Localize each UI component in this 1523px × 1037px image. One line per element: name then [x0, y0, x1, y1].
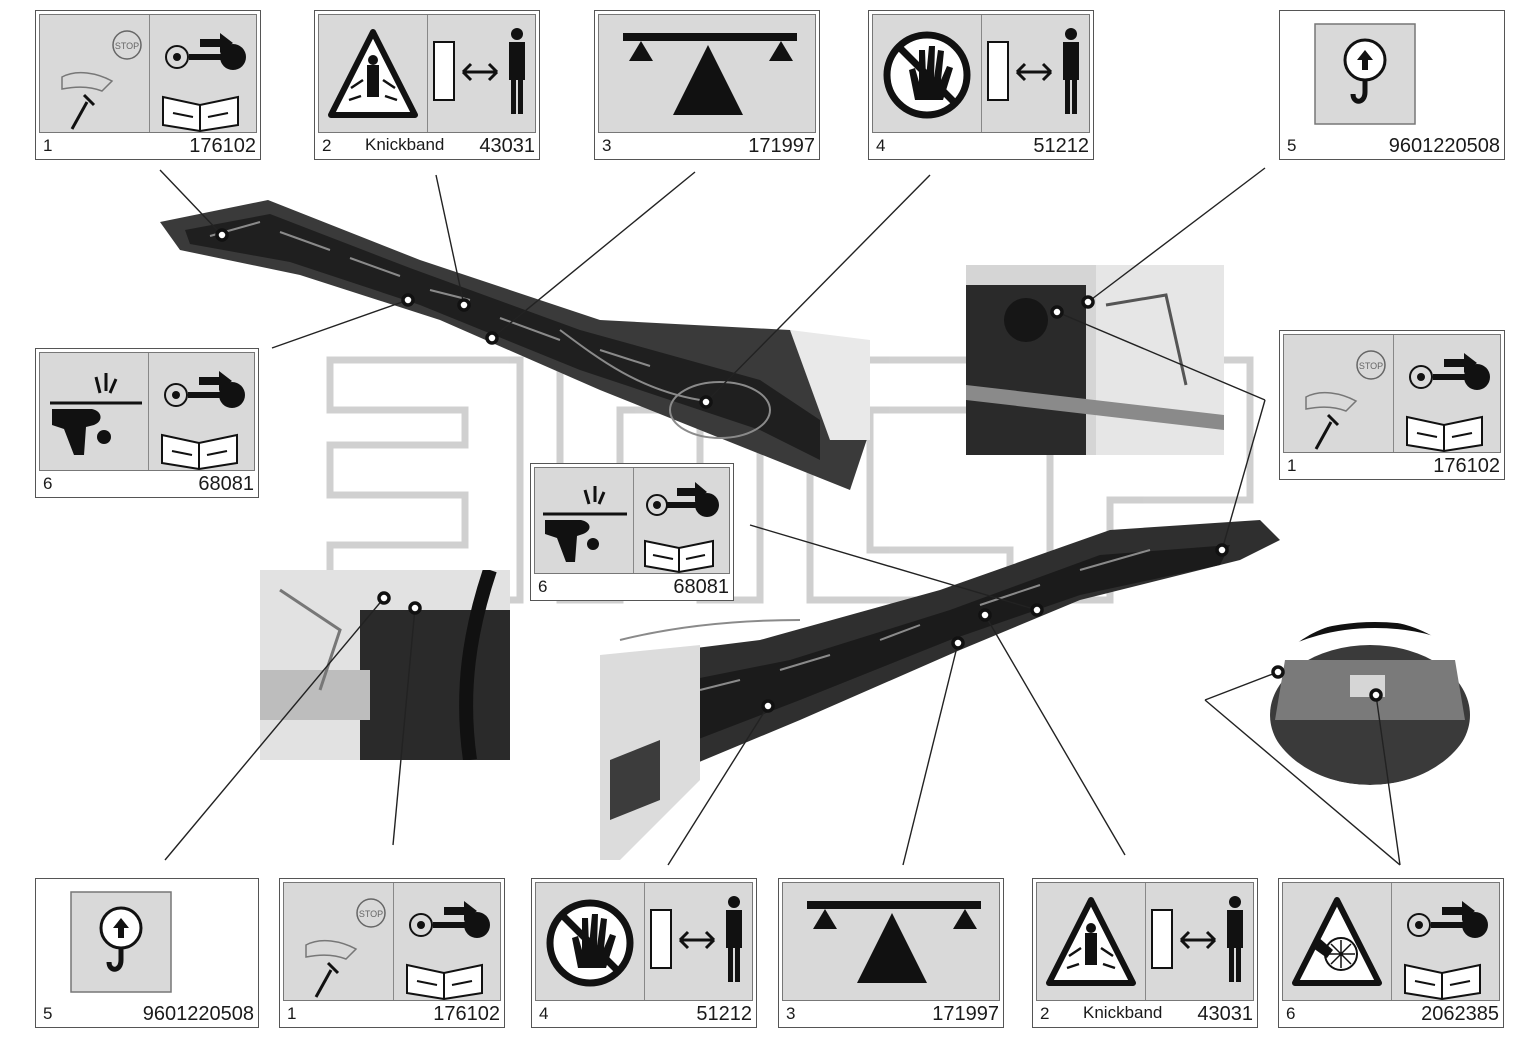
decal-43031-top: 2 Knickband 43031 — [314, 10, 540, 160]
decal-part-number: 68081 — [198, 473, 254, 495]
decal-171997-top: 3 171997 — [594, 10, 820, 160]
hand-injury-hazard-icon — [50, 373, 142, 455]
svg-text:STOP: STOP — [115, 41, 139, 51]
decal-caption: Knickband — [365, 135, 445, 154]
manual-book-icon — [161, 433, 238, 470]
decal-part-number: 2062385 — [1421, 1003, 1499, 1025]
decal-position-number: 3 — [602, 136, 612, 155]
crush-warning-triangle-icon — [328, 29, 418, 118]
svg-text:STOP: STOP — [1359, 361, 1383, 371]
decal-position-number: 6 — [1286, 1004, 1296, 1023]
rotating-parts-warning-icon — [1292, 897, 1382, 986]
decal-position-number: 3 — [786, 1004, 796, 1023]
decal-176102-top: STOP 1 176102 — [35, 10, 261, 160]
decal-9601220508-bottom: 5 9601220508 — [35, 878, 259, 1028]
key-off-icon — [1407, 901, 1488, 938]
decal-176102-bottom: STOP 1 176102 — [279, 878, 505, 1028]
hand-stop-hazard-icon: STOP — [1305, 350, 1386, 450]
decal-2062385-bottom: 6 2062385 — [1278, 878, 1504, 1028]
key-off-icon — [646, 482, 719, 517]
svg-text:STOP: STOP — [359, 909, 383, 919]
decal-51212-top: 4 51212 — [868, 10, 1094, 160]
decal-part-number: 51212 — [696, 1003, 752, 1025]
decal-position-number: 5 — [1287, 136, 1297, 155]
decal-part-number: 171997 — [932, 1003, 999, 1025]
decal-position-number: 5 — [43, 1004, 53, 1023]
decal-171997-bottom: 3 171997 — [778, 878, 1004, 1028]
decal-part-number: 171997 — [748, 135, 815, 157]
key-off-icon — [1409, 353, 1490, 390]
lifting-hook-icon — [70, 891, 172, 993]
key-off-icon — [409, 901, 490, 938]
hand-stop-hazard-icon: STOP — [305, 898, 386, 998]
manual-book-icon — [1406, 415, 1483, 452]
key-off-icon — [165, 33, 246, 70]
decal-part-number: 176102 — [433, 1003, 500, 1025]
decal-part-number: 51212 — [1033, 135, 1089, 157]
decal-part-number: 176102 — [189, 135, 256, 157]
decal-position-number: 2 — [322, 136, 332, 155]
decal-9601220508-top: 5 9601220508 — [1279, 10, 1505, 160]
decal-position-number: 1 — [43, 136, 53, 155]
hand-stop-hazard-icon: STOP — [61, 30, 142, 130]
lifting-hook-icon — [1314, 23, 1416, 125]
decal-part-number: 9601220508 — [1388, 135, 1500, 157]
manual-book-icon — [162, 95, 239, 132]
decal-68081-left: 6 68081 — [35, 348, 259, 498]
balance-support-point-icon — [623, 33, 797, 115]
decal-position-number: 1 — [287, 1004, 297, 1023]
decal-43031-bottom: 2 Knickband 43031 — [1032, 878, 1258, 1028]
keep-distance-person-icon — [650, 896, 742, 982]
hand-injury-hazard-icon — [543, 486, 627, 562]
decal-part-number: 176102 — [1433, 455, 1500, 477]
decal-position-number: 2 — [1040, 1004, 1050, 1023]
decal-part-number: 43031 — [479, 135, 535, 157]
decal-position-number: 6 — [538, 577, 548, 596]
balance-support-point-icon — [807, 901, 981, 983]
detail-photo-rotor-hub — [1265, 620, 1475, 785]
key-off-icon — [164, 371, 245, 408]
crush-warning-triangle-icon — [1046, 897, 1136, 986]
decal-176102-right: STOP 1 176102 — [1279, 330, 1505, 480]
decal-position-number: 4 — [876, 136, 886, 155]
decal-part-number: 9601220508 — [142, 1003, 254, 1025]
decal-part-number: 43031 — [1197, 1003, 1253, 1025]
manual-book-icon — [406, 963, 483, 1000]
keep-distance-person-icon — [433, 28, 525, 114]
decal-51212-bottom: 4 51212 — [531, 878, 757, 1028]
decal-caption: Knickband — [1083, 1003, 1163, 1022]
manual-book-icon — [644, 539, 714, 574]
no-hand-prohibition-icon — [546, 899, 634, 987]
decal-position-number: 4 — [539, 1004, 549, 1023]
decal-part-number: 68081 — [673, 576, 729, 598]
decal-68081-middle: 6 68081 — [530, 463, 734, 601]
keep-distance-person-icon — [1151, 896, 1243, 982]
decal-position-number: 6 — [43, 474, 53, 493]
decal-position-number: 1 — [1287, 456, 1297, 475]
no-hand-prohibition-icon — [883, 31, 971, 119]
keep-distance-person-icon — [987, 28, 1079, 114]
manual-book-icon — [1404, 963, 1481, 1000]
